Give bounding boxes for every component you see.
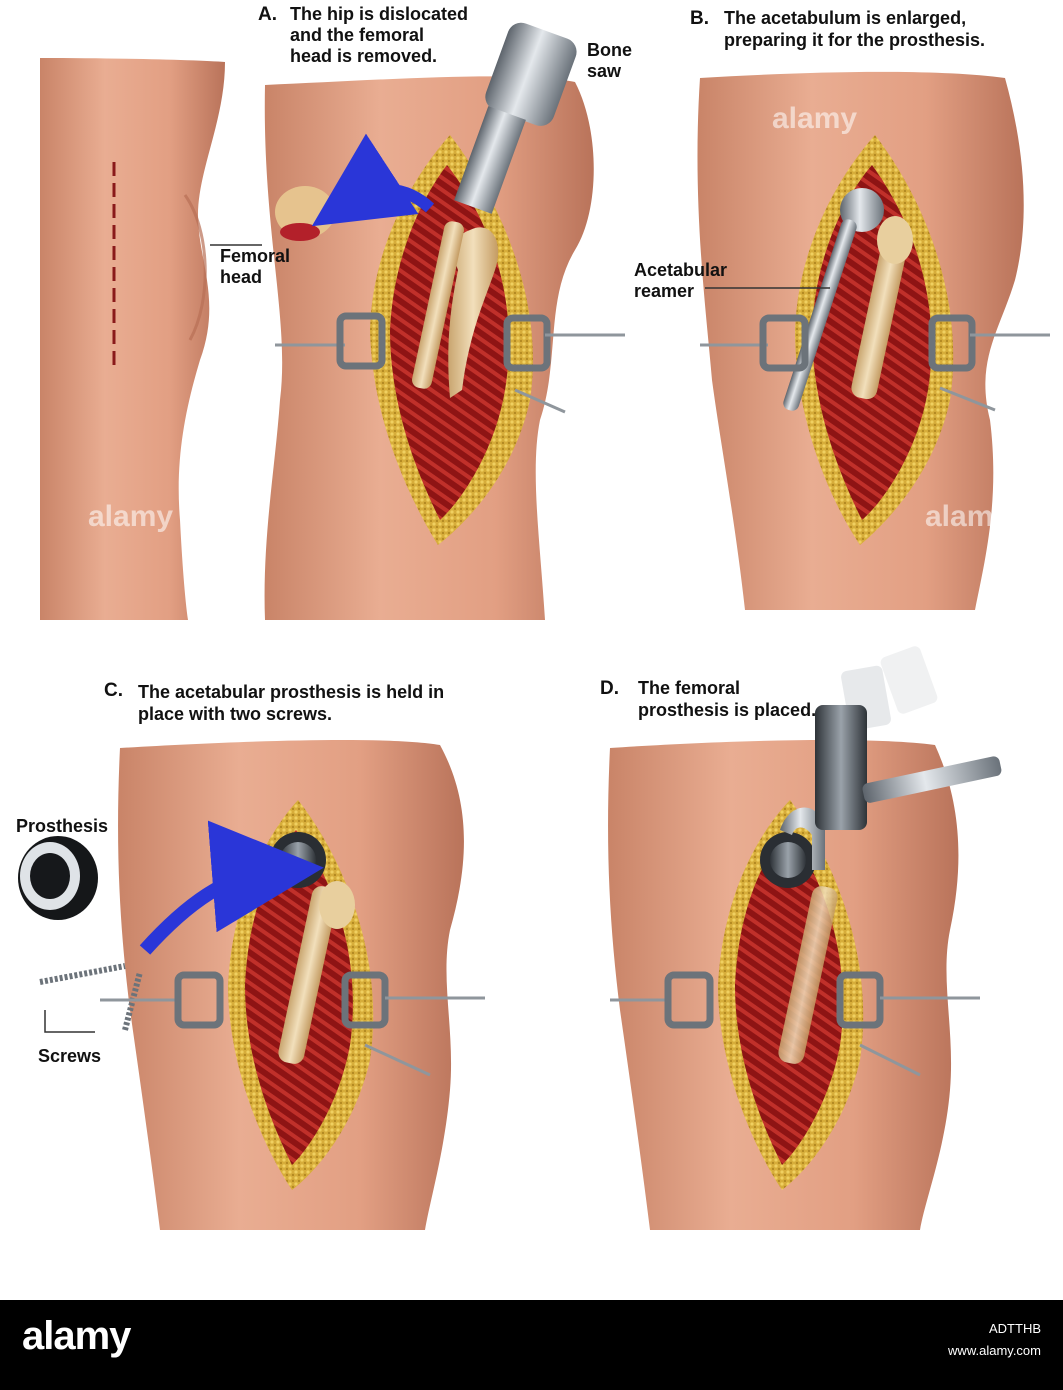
alamy-logo: alamy — [22, 1314, 131, 1358]
watermark: alamy — [772, 102, 858, 135]
watermark: alamy — [88, 500, 174, 533]
panel-d-art — [608, 646, 1002, 1230]
leg-overview — [40, 58, 225, 620]
label-screws: Screws — [38, 1046, 102, 1066]
panel-a-art — [210, 22, 625, 621]
footer-info: ADTTHB www.alamy.com — [948, 1318, 1041, 1362]
label-femoral-head-line-1: Femoral — [220, 246, 291, 266]
footer-bar: alamy ADTTHB www.alamy.com — [0, 1300, 1063, 1390]
label-bone-saw-line-1: Bone — [587, 40, 632, 60]
label-acetabular-reamer-line-2: reamer — [634, 281, 695, 301]
panel-c-letter: C. — [104, 680, 123, 701]
panel-b-caption-line-2: preparing it for the prosthesis. — [724, 30, 986, 50]
label-bone-saw-line-2: saw — [587, 61, 622, 81]
panel-d-caption-line-1: The femoral — [638, 678, 741, 698]
hip-replacement-illustration: A. The hip is dislocated and the femoral… — [16, 4, 1050, 1230]
panel-a-caption-line-3: head is removed. — [290, 46, 438, 66]
panel-c-caption-line-1: The acetabular prosthesis is held in — [138, 682, 445, 702]
panel-a-letter: A. — [258, 4, 277, 25]
watermark: alamy — [925, 500, 1011, 533]
panel-a-caption-line-1: The hip is dislocated — [290, 4, 469, 24]
panel-c-caption-line-2: place with two screws. — [138, 704, 333, 724]
panel-b-letter: B. — [690, 8, 709, 29]
label-femoral-head-line-2: head — [220, 267, 263, 287]
panel-d-caption-line-2: prosthesis is placed. — [638, 700, 817, 720]
image-id: ADTTHB — [989, 1321, 1041, 1336]
illustration-canvas — [18, 22, 1050, 1230]
footer-url: www.alamy.com — [948, 1343, 1041, 1358]
panel-d-letter: D. — [600, 678, 619, 699]
label-prosthesis: Prosthesis — [16, 816, 109, 836]
panel-b-art — [697, 71, 1050, 610]
panel-b-caption-line-1: The acetabulum is enlarged, — [724, 8, 967, 28]
panel-c-art — [18, 739, 485, 1230]
panel-a-caption-line-2: and the femoral — [290, 25, 425, 45]
label-acetabular-reamer-line-1: Acetabular — [634, 260, 728, 280]
